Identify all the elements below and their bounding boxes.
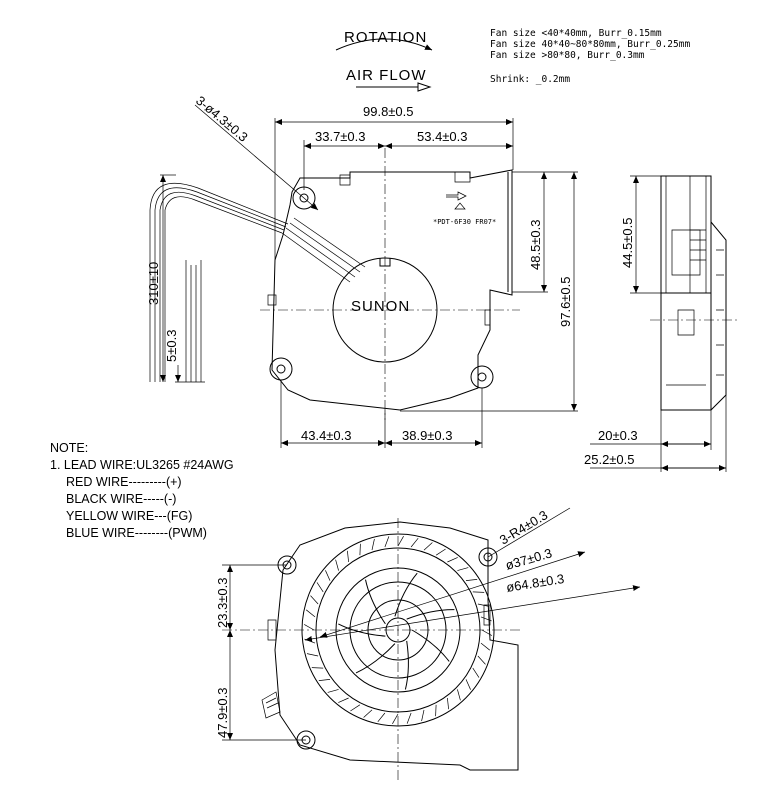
blade-outer: [316, 582, 324, 593]
airflow-label: AIR FLOW: [346, 67, 427, 84]
spec-line-2: Fan size 40*40~80*80mm, Burr_0.25mm: [490, 39, 690, 50]
blade-outer: [423, 542, 433, 551]
blade-outer: [392, 713, 399, 724]
spec-line-3: Fan size >80*80, Burr_0.3mm: [490, 50, 645, 61]
blade-outer: [457, 567, 469, 571]
radius-dim: 3-R4±0.3: [497, 507, 550, 547]
blade-outer: [306, 653, 319, 657]
blade-outer: [477, 655, 486, 665]
blade-outer: [384, 536, 390, 548]
blade-outer: [347, 550, 349, 563]
front-view: SUNON *PDT-6F30 FR07*: [149, 148, 520, 420]
blade-outer: [397, 536, 404, 547]
blade-outer: [363, 709, 373, 718]
lower-height-dim: 47.9±0.3: [215, 687, 230, 738]
blade-outer: [465, 579, 478, 581]
blade-outer: [465, 679, 471, 690]
blade-outer: [318, 679, 331, 681]
strip-dim: 5±0.3: [164, 330, 179, 362]
hole-dim: 3-ø4.3±0.3: [193, 93, 251, 145]
bottom-right-dim: 38.9±0.3: [402, 428, 453, 443]
total-height-dim: 97.6±0.5: [558, 276, 573, 327]
blade-outer: [472, 667, 480, 678]
note-title: NOTE:: [50, 441, 89, 455]
width-left-dim: 33.7±0.3: [315, 129, 366, 144]
blade-outer: [447, 557, 458, 563]
blade-outer: [406, 712, 412, 724]
airflow-indicator: AIR FLOW: [346, 67, 432, 92]
bottom-left-dim: 43.4±0.3: [301, 428, 352, 443]
blade-outer: [377, 712, 386, 723]
side-height-dim: 44.5±0.5: [620, 217, 635, 268]
blade-outer: [311, 667, 324, 669]
note-line-1: 1. LEAD WIRE:UL3265 #24AWG: [50, 458, 234, 472]
note-yellow-wire: YELLOW WIRE---(FG): [66, 509, 193, 523]
blade-outer: [304, 624, 315, 631]
blade-outer: [335, 559, 339, 571]
blade-outer: [480, 642, 491, 651]
spec-block: Fan size <40*40mm, Burr_0.15mm Fan size …: [490, 28, 690, 85]
note-black-wire: BLACK WIRE-----(-): [66, 492, 177, 506]
spec-line-1: Fan size <40*40mm, Burr_0.15mm: [490, 28, 662, 39]
blade-outer: [481, 629, 492, 636]
inner-dia-dim: ø37±0.3: [504, 545, 554, 573]
note-red-wire: RED WIRE---------(+): [66, 475, 182, 489]
side-view: [650, 175, 740, 411]
blade-outer: [310, 595, 319, 605]
rotation-indicator: ROTATION: [335, 29, 433, 51]
upper-height-dim: 23.3±0.3: [215, 577, 230, 628]
note-blue-wire: BLUE WIRE--------(PWM): [66, 526, 207, 540]
outlet-height-dim: 48.5±0.3: [528, 219, 543, 270]
blade-outer: [435, 548, 446, 556]
blade-outer: [359, 543, 361, 556]
blade-outer: [327, 689, 339, 693]
blade-inner: [355, 643, 396, 674]
blade-outer: [338, 697, 349, 703]
side-depth-total-dim: 25.2±0.5: [584, 452, 635, 467]
blade-outer: [350, 704, 361, 712]
side-depth-inner-dim: 20±0.3: [598, 428, 638, 443]
blade-outer: [410, 537, 419, 548]
lead-length-dim: 310±10: [146, 262, 161, 305]
blade-outer: [435, 704, 437, 717]
blade-outer: [472, 591, 485, 593]
bottom-view: [222, 518, 520, 780]
front-dimensions: 99.8±0.5 33.7±0.3 53.4±0.3 3-ø4.3±0.3 48…: [146, 93, 578, 448]
housing-label: *PDT-6F30 FR07*: [433, 218, 496, 226]
lead-wire-note: NOTE: 1. LEAD WIRE:UL3265 #24AWG RED WIR…: [50, 440, 234, 542]
blade-outer: [325, 570, 331, 581]
width-right-dim: 53.4±0.3: [417, 129, 468, 144]
blade-outer: [305, 609, 316, 618]
blade-outer: [457, 689, 461, 701]
blade-outer: [421, 709, 425, 722]
brand-label: SUNON: [351, 298, 410, 315]
spec-shrink: Shrink: _0.2mm: [490, 74, 570, 85]
side-dimensions: 44.5±0.5 20±0.3 25.2±0.5: [584, 175, 727, 472]
blade-outer: [371, 538, 375, 551]
blade-outer: [447, 697, 449, 710]
blade-inner: [404, 640, 409, 690]
rotation-label: ROTATION: [344, 29, 427, 46]
width-total-dim: 99.8±0.5: [363, 104, 414, 119]
